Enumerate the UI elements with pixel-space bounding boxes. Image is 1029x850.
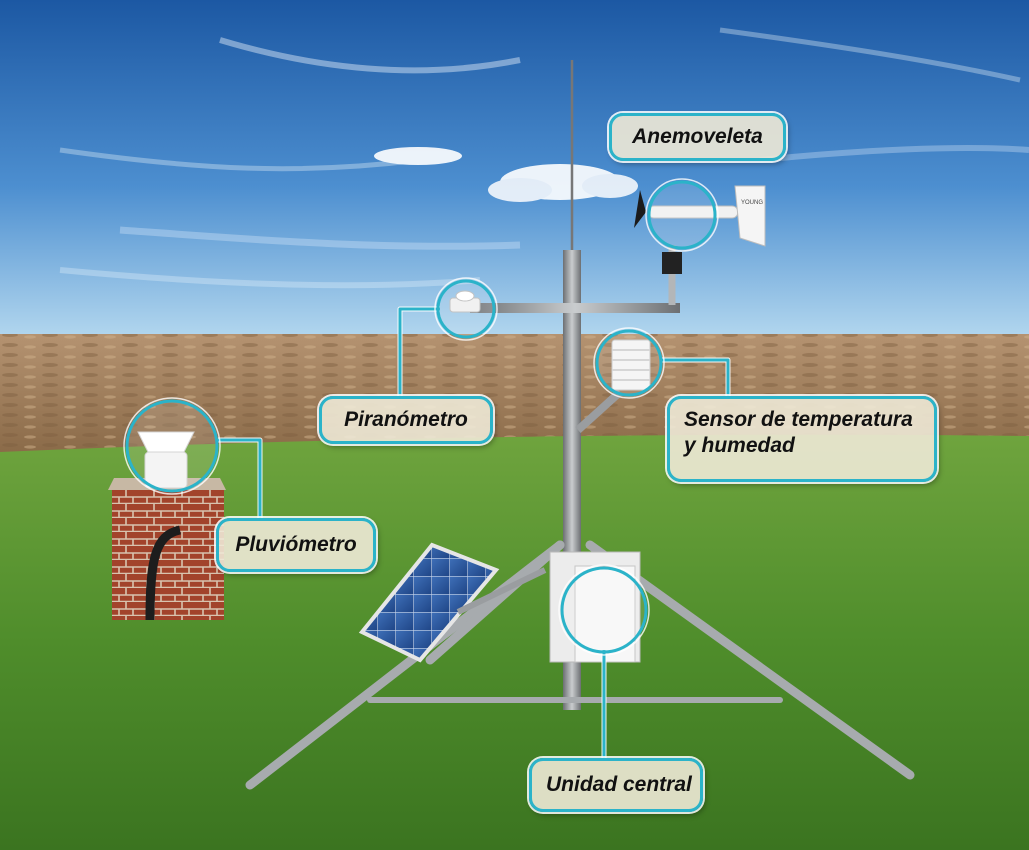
- callout-circle-highlights: [123, 178, 719, 656]
- label-sensor-line1: Sensor de temperatura: [684, 408, 913, 431]
- callout-circle-unidad-central: [560, 566, 648, 654]
- label-pluviometro-text: Pluviómetro: [235, 533, 357, 556]
- sky: [0, 0, 1029, 340]
- label-unidad-central-text: Unidad central: [546, 773, 692, 796]
- pyranometer: [449, 290, 481, 313]
- wind-vane-brand-text: YOUNG: [741, 200, 763, 206]
- rain-gauge: [137, 431, 195, 489]
- temperature-humidity-shield: [611, 339, 651, 391]
- label-anemoveleta-text: Anemoveleta: [632, 125, 763, 148]
- callout-circle-piranometro: [436, 279, 496, 339]
- label-sensor-line2: y humedad: [684, 434, 795, 457]
- callout-circle-pluviometro: [125, 399, 219, 493]
- label-anemoveleta: Anemoveleta: [609, 113, 786, 161]
- callout-circle-sensor: [595, 329, 663, 397]
- label-piranometro-text: Piranómetro: [344, 408, 468, 431]
- solar-panel: [358, 542, 547, 663]
- callout-connectors-teal: [218, 307, 730, 760]
- label-pluviometro: Pluviómetro: [216, 518, 376, 572]
- callout-circles: [125, 180, 717, 654]
- callout-circle-anemoveleta: [647, 180, 717, 250]
- rain-gauge-pedestal: [108, 478, 226, 621]
- label-sensor-temperatura-humedad: Sensor de temperatura y humedad: [667, 396, 937, 482]
- clouds: [59, 27, 1029, 289]
- label-unidad-central: Unidad central: [529, 758, 703, 812]
- label-piranometro: Piranómetro: [319, 396, 493, 444]
